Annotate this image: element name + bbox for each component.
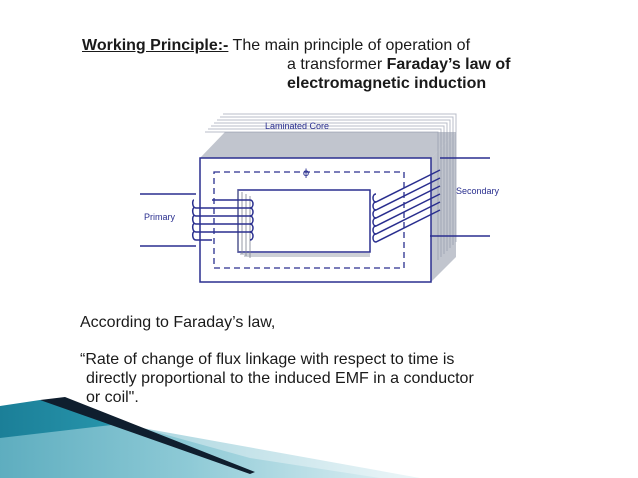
secondary-label: Secondary	[456, 186, 500, 196]
quote-line-2: directly proportional to the induced EMF…	[86, 370, 474, 387]
flux-path	[213, 171, 405, 269]
core-right-face	[431, 132, 456, 282]
window-lamination-lines	[237, 190, 370, 258]
flux-symbol: ϕ	[303, 168, 310, 179]
corner-decoration	[0, 397, 420, 478]
deco-dark-stripe	[40, 397, 255, 474]
intro-text: According to Faraday’s law,	[80, 314, 276, 331]
heading: Working Principle:- The main principle o…	[82, 36, 602, 93]
heading-text-2a: a transformer	[287, 56, 387, 73]
core-top-face	[200, 132, 456, 158]
heading-label: Working Principle:-	[82, 37, 229, 54]
quote-line-3: or coil".	[86, 389, 139, 406]
primary-label: Primary	[144, 212, 175, 222]
heading-text-3: electromagnetic induction	[287, 75, 487, 92]
heading-line-3: electromagnetic induction	[82, 74, 602, 93]
deco-light-band	[0, 424, 420, 478]
heading-text-2b: Faraday’s law of	[386, 56, 511, 73]
heading-line-2: a transformer Faraday’s law of	[82, 55, 602, 74]
transformer-diagram: ϕ Laminated Core Prima	[140, 113, 500, 283]
core-lamination-layers	[205, 113, 457, 260]
quote-block: “Rate of change of flux linkage with res…	[80, 350, 474, 407]
core-label: Laminated Core	[265, 121, 329, 131]
secondary-coil	[372, 157, 490, 243]
primary-coil	[140, 193, 254, 247]
quote-line-1: “Rate of change of flux linkage with res…	[80, 351, 455, 368]
heading-text-1: The main principle of operation of	[228, 37, 471, 54]
core-window	[237, 189, 371, 253]
